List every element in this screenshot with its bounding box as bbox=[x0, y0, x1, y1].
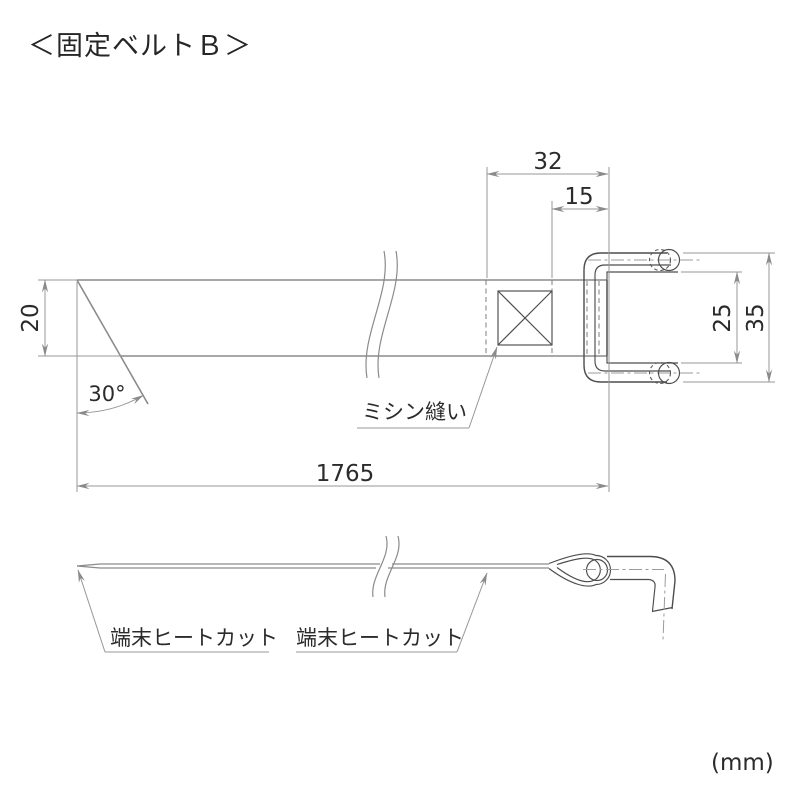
buckle-outer-contour bbox=[583, 252, 667, 383]
dim-text-15: 15 bbox=[564, 184, 593, 210]
hook-outer-edge bbox=[607, 555, 676, 610]
belt-side-top-left bbox=[76, 563, 380, 567]
buckle-inner-contour bbox=[606, 271, 678, 364]
hook-vertical-centerline bbox=[662, 573, 666, 641]
side-break-line-right bbox=[384, 535, 400, 598]
buckle-top-view bbox=[583, 248, 701, 385]
side-view: 端末ヒートカット 端末ヒートカット bbox=[76, 535, 676, 653]
heat-cut-right-leader bbox=[456, 572, 488, 653]
dimension-1765: 1765 bbox=[76, 461, 609, 490]
stitch-box-cross bbox=[497, 290, 553, 346]
dimension-35: 35 bbox=[743, 252, 773, 383]
buckle-wire-end-hidden-circle-top bbox=[648, 248, 672, 272]
heat-cut-label-right: 端末ヒートカット bbox=[296, 626, 464, 650]
dim-text-20: 20 bbox=[18, 303, 44, 332]
buckle-middle-contour bbox=[594, 264, 671, 372]
stitch-box bbox=[497, 290, 553, 346]
buckle-wire-end-circle-top bbox=[657, 248, 681, 272]
break-line-right bbox=[377, 250, 398, 379]
break-line-left bbox=[365, 250, 386, 379]
dim-text-32: 32 bbox=[533, 149, 562, 175]
belt-angled-cut-edge bbox=[76, 279, 149, 405]
heat-cut-left-leader bbox=[77, 569, 106, 653]
dimension-25: 25 bbox=[710, 271, 741, 364]
angle-arc bbox=[76, 394, 144, 417]
hook-inner-edge bbox=[610, 578, 656, 612]
stitch-label-group: ミシン縫い bbox=[357, 346, 498, 429]
buckle-wire-end-hidden-circle-bottom bbox=[648, 361, 672, 385]
dimension-20: 20 bbox=[18, 279, 49, 357]
heat-cut-label-left-group: 端末ヒートカット bbox=[77, 569, 278, 653]
units-label: (mm) bbox=[711, 750, 774, 776]
belt-side-view bbox=[76, 535, 549, 598]
heat-cut-label-right-group: 端末ヒートカット bbox=[296, 572, 488, 653]
buckle-wire-end-circle-bottom bbox=[657, 361, 681, 385]
dim-text-25: 25 bbox=[710, 303, 736, 332]
hook-end-cut bbox=[651, 606, 673, 613]
stitch-leader-line bbox=[468, 346, 498, 429]
dimension-32: 32 bbox=[486, 149, 609, 178]
page-title: ＜固定ベルトＢ＞ bbox=[28, 31, 252, 62]
belt-top-view bbox=[76, 250, 608, 405]
stitch-label: ミシン縫い bbox=[362, 400, 467, 424]
side-break-line-left bbox=[372, 535, 388, 598]
dim-text-1765: 1765 bbox=[316, 461, 375, 487]
dimension-15: 15 bbox=[551, 184, 609, 213]
angle-text-30: 30° bbox=[88, 382, 125, 406]
top-view: 32 15 20 30° 25 35 1765 bbox=[18, 149, 775, 492]
dimension-angle-30: 30° bbox=[76, 382, 144, 417]
belt-side-bottom-left bbox=[76, 565, 376, 569]
stitch-box-outline bbox=[497, 290, 553, 346]
dim-text-35: 35 bbox=[743, 303, 769, 332]
heat-cut-label-left: 端末ヒートカット bbox=[110, 626, 278, 650]
buckle-hook-side-view bbox=[583, 555, 676, 641]
extension-lines bbox=[38, 167, 775, 492]
